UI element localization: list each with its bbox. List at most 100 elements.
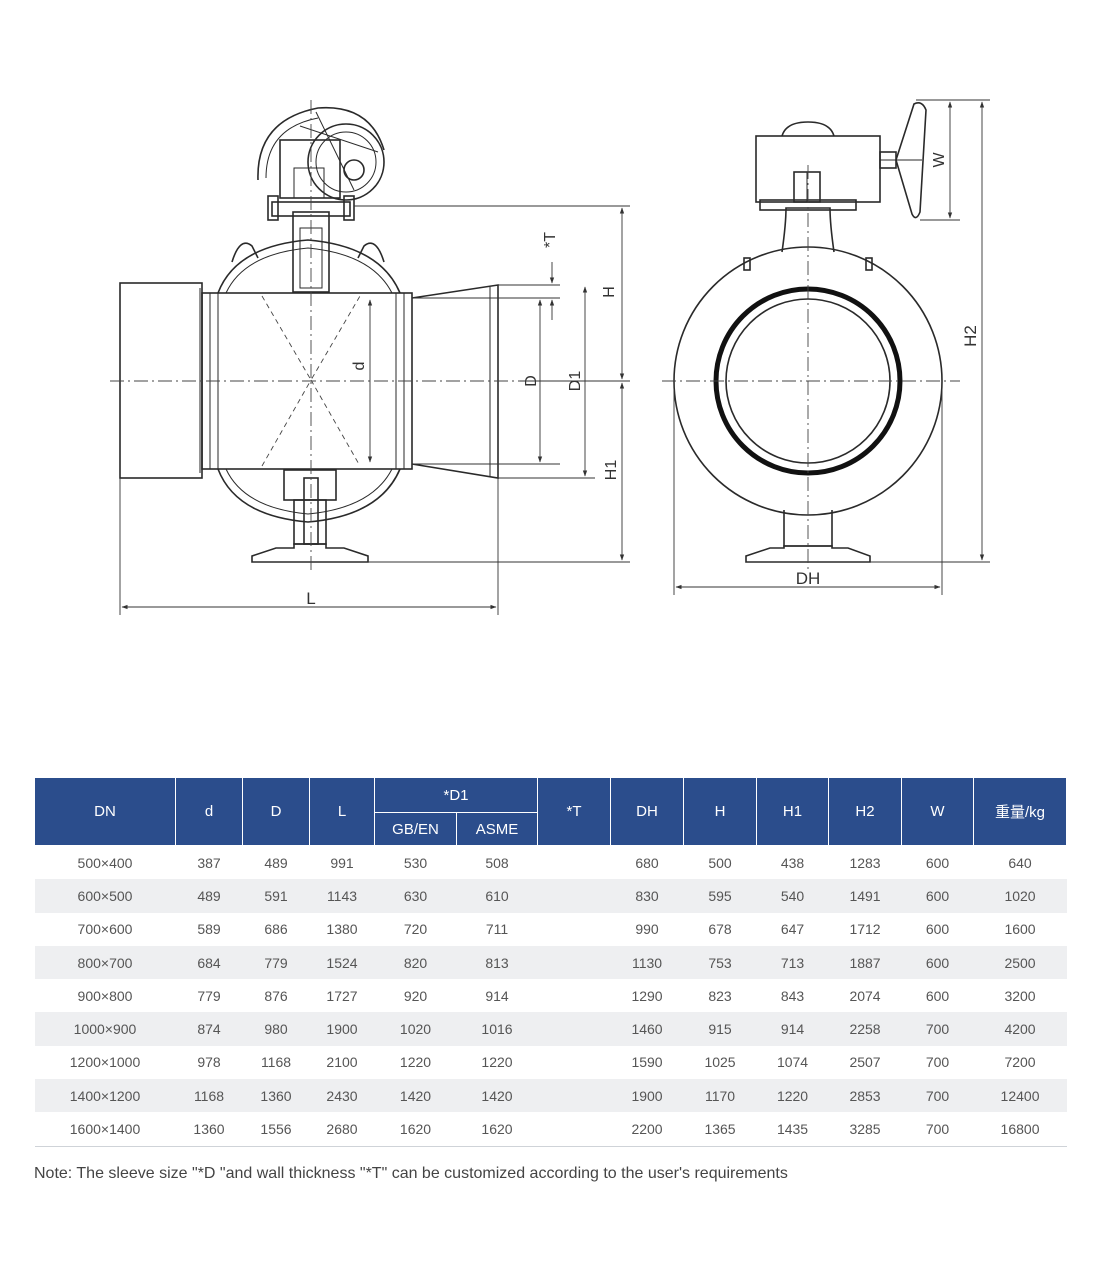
table-cell: 1200×1000 bbox=[69, 1054, 141, 1071]
table-cell: 680 bbox=[635, 854, 659, 871]
table-cell: 489 bbox=[175, 879, 243, 913]
dim-label-t: *T bbox=[542, 232, 559, 248]
table-cell: 700 bbox=[901, 1012, 974, 1046]
table-cell: 1220 bbox=[756, 1079, 829, 1113]
table-cell: 1491 bbox=[828, 879, 902, 913]
header-dn: DN bbox=[34, 777, 176, 846]
table-cell bbox=[537, 1012, 611, 1046]
table-cell: 684 bbox=[175, 945, 243, 980]
table-cell: 1220 bbox=[481, 1054, 513, 1071]
table-cell: 700×600 bbox=[77, 921, 133, 938]
footnote: Note: The sleeve size "*D "and wall thic… bbox=[34, 1165, 788, 1182]
table-cell: 1524 bbox=[309, 945, 375, 980]
header-d-sleeve: D bbox=[242, 777, 310, 846]
table-cell: 1168 bbox=[260, 1054, 292, 1071]
table-cell: 1143 bbox=[309, 879, 375, 913]
header-d1-asme: ASME bbox=[455, 812, 539, 846]
header-dh: DH bbox=[610, 777, 685, 846]
table-cell: 1000×900 bbox=[34, 1012, 176, 1046]
table-cell: 3200 bbox=[1004, 987, 1036, 1004]
table-cell: 980 bbox=[242, 1012, 310, 1046]
table-cell: 1420 bbox=[374, 1079, 457, 1113]
table-cell: 1168 bbox=[175, 1079, 243, 1113]
table-cell: 600 bbox=[925, 854, 950, 871]
dim-label-d1: D1 bbox=[567, 371, 584, 392]
table-cell: 991 bbox=[330, 854, 354, 871]
table-cell: 1900 bbox=[610, 1079, 684, 1113]
table-cell: 2074 bbox=[849, 987, 881, 1004]
table-cell: 600 bbox=[925, 987, 950, 1004]
table-cell: 900×800 bbox=[77, 987, 133, 1004]
table-cell: 2430 bbox=[309, 1079, 375, 1113]
table-cell: 1460 bbox=[610, 1012, 684, 1046]
table-cell: 915 bbox=[683, 1012, 757, 1046]
table-cell bbox=[538, 913, 611, 946]
table-cell: 1900 bbox=[309, 1012, 375, 1046]
table-cell: 1590 bbox=[631, 1054, 663, 1071]
table-cell: 876 bbox=[264, 987, 288, 1004]
table-cell: 830 bbox=[610, 879, 684, 913]
dim-label-d: d bbox=[351, 362, 368, 371]
table-cell: 2500 bbox=[973, 945, 1067, 980]
dim-label-h2: H2 bbox=[961, 325, 980, 347]
table-cell: 753 bbox=[683, 945, 757, 980]
table-cell: 1360 bbox=[175, 1112, 243, 1147]
table-cell bbox=[537, 945, 611, 980]
dim-label-dh: DH bbox=[796, 569, 821, 588]
table-cell: 2100 bbox=[326, 1054, 358, 1071]
front-view: *T H d D D1 H1 L bbox=[110, 100, 630, 615]
side-view: W H2 DH bbox=[662, 99, 990, 595]
table-cell: 600 bbox=[925, 921, 950, 938]
table-cell: 914 bbox=[756, 1012, 829, 1046]
table-cell bbox=[537, 1079, 611, 1113]
table-cell: 500×400 bbox=[77, 854, 133, 871]
table-cell: 630 bbox=[374, 879, 457, 913]
table-cell: 990 bbox=[635, 921, 659, 938]
table-cell: 813 bbox=[456, 945, 538, 980]
dim-label-d-sleeve: D bbox=[523, 375, 540, 387]
table-cell: 914 bbox=[485, 987, 509, 1004]
dim-label-h: H bbox=[601, 286, 618, 298]
table-cell: 1130 bbox=[610, 945, 684, 980]
valve-technical-drawing: *T H d D D1 H1 L bbox=[110, 99, 990, 615]
table-cell: 387 bbox=[197, 854, 221, 871]
table-cell: 500 bbox=[708, 854, 732, 871]
table-cell: 720 bbox=[403, 921, 428, 938]
table-cell: 1220 bbox=[399, 1054, 432, 1071]
table-cell: 678 bbox=[708, 921, 732, 938]
header-d1-gb-en: GB/EN bbox=[374, 812, 457, 846]
table-cell: 779 bbox=[242, 945, 310, 980]
table-cell: 591 bbox=[242, 879, 310, 913]
table-cell: 1435 bbox=[756, 1112, 829, 1147]
table-cell: 920 bbox=[403, 987, 428, 1004]
table-cell: 1283 bbox=[849, 854, 881, 871]
table-cell: 823 bbox=[708, 987, 732, 1004]
table-cell: 1025 bbox=[704, 1054, 736, 1071]
table-cell: 1020 bbox=[374, 1012, 457, 1046]
table-cell: 4200 bbox=[973, 1012, 1067, 1046]
table-cell: 2680 bbox=[309, 1112, 375, 1147]
table-cell: 2853 bbox=[828, 1079, 902, 1113]
table-cell: 2258 bbox=[828, 1012, 902, 1046]
table-cell: 595 bbox=[683, 879, 757, 913]
table-cell: 700 bbox=[901, 1079, 974, 1113]
table-cell: 843 bbox=[780, 987, 805, 1004]
table-cell: 530 bbox=[403, 854, 428, 871]
header-d: d bbox=[175, 777, 243, 846]
table-cell: 508 bbox=[485, 854, 509, 871]
table-cell: 1600 bbox=[1004, 921, 1036, 938]
table-cell: 686 bbox=[264, 921, 288, 938]
table-cell: 489 bbox=[264, 854, 288, 871]
table-cell: 640 bbox=[1008, 854, 1032, 871]
table-cell: 2507 bbox=[849, 1054, 881, 1071]
header-weight: 重量/kg bbox=[973, 777, 1068, 846]
table-cell: 2200 bbox=[610, 1112, 684, 1147]
